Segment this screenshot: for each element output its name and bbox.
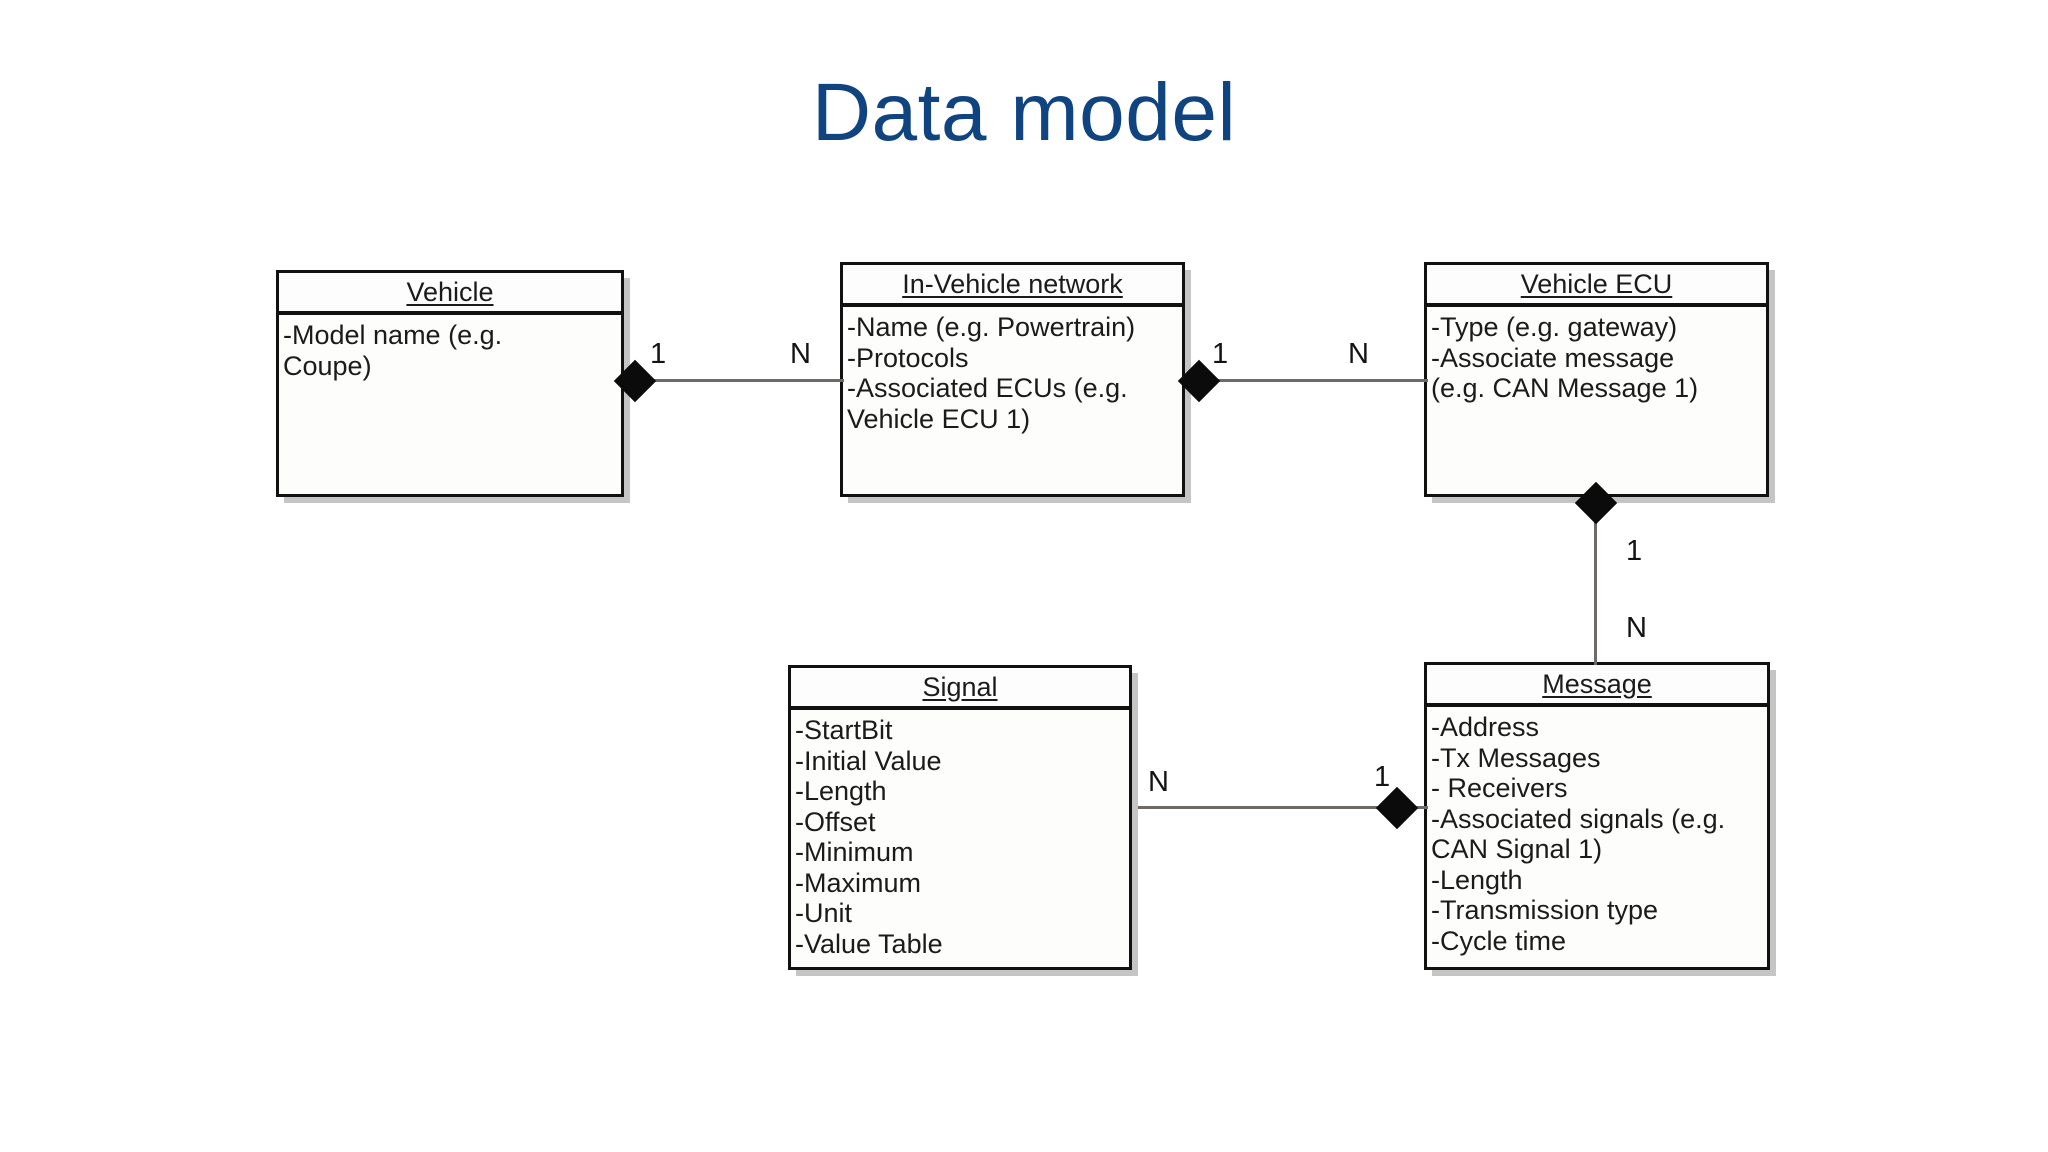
uml-attribute: -Length <box>795 776 887 806</box>
uml-attribute: -Type (e.g. gateway) <box>1431 312 1678 342</box>
uml-attribute: -Protocols <box>847 342 969 373</box>
uml-class-message[interactable]: Message -Address -Tx Messages - Receiver… <box>1424 662 1770 970</box>
uml-attribute: -Transmission type <box>1431 895 1659 925</box>
multiplicity-label: 1 <box>1374 761 1391 793</box>
uml-class-title-row: Message <box>1427 665 1767 707</box>
uml-attribute-list: -Address -Tx Messages - Receivers -Assoc… <box>1427 707 1767 956</box>
uml-class-title-row: Vehicle ECU <box>1427 265 1766 307</box>
uml-attribute: -Initial Value <box>795 745 942 776</box>
uml-class-vehicle-ecu[interactable]: Vehicle ECU -Type (e.g. gateway) -Associ… <box>1424 262 1769 497</box>
association-line-signal-message <box>1138 806 1428 809</box>
uml-class-signal[interactable]: Signal -StartBit -Initial Value -Length … <box>788 665 1132 970</box>
multiplicity-label: N <box>1148 766 1169 798</box>
association-line-vehicle-network <box>632 379 844 382</box>
uml-attribute-list: -Model name (e.g. Coupe) <box>279 315 621 381</box>
uml-attribute-list: -Name (e.g. Powertrain) -Protocols -Asso… <box>843 307 1182 434</box>
uml-attribute: -Maximum <box>795 867 921 898</box>
uml-attribute: - Receivers <box>1431 773 1568 803</box>
multiplicity-label: 1 <box>1212 338 1229 370</box>
multiplicity-label: N <box>1626 612 1647 644</box>
uml-attribute: -Minimum <box>795 837 914 867</box>
uml-class-vehicle[interactable]: Vehicle -Model name (e.g. Coupe) <box>276 270 624 497</box>
uml-class-name: Vehicle <box>406 276 494 307</box>
uml-attribute: -Cycle time <box>1431 925 1567 956</box>
uml-class-name: Signal <box>922 671 998 702</box>
composition-diamond-icon <box>1375 786 1419 830</box>
uml-attribute: -Unit <box>795 898 853 928</box>
uml-attribute: -Name (e.g. Powertrain) <box>847 312 1136 342</box>
uml-attribute: -Length <box>1431 864 1523 895</box>
uml-attribute-list: -Type (e.g. gateway) -Associate message … <box>1427 307 1766 404</box>
uml-class-name: Vehicle ECU <box>1520 268 1673 299</box>
uml-class-name: In-Vehicle network <box>902 268 1123 299</box>
uml-attribute: -Model name (e.g. Coupe) <box>283 320 503 381</box>
uml-attribute: -Address <box>1431 712 1540 742</box>
uml-attribute: -Tx Messages <box>1431 742 1601 773</box>
uml-attribute: -Associated ECUs (e.g. Vehicle ECU 1) <box>847 373 1128 434</box>
uml-attribute: -Associated signals (e.g. CAN Signal 1) <box>1431 803 1726 865</box>
uml-attribute: -Associate message (e.g. CAN Message 1) <box>1431 342 1699 404</box>
page-title: Data model <box>811 67 1237 158</box>
uml-attribute: -Offset <box>795 806 876 837</box>
multiplicity-label: 1 <box>650 338 667 370</box>
uml-class-in-vehicle-network[interactable]: In-Vehicle network -Name (e.g. Powertrai… <box>840 262 1185 497</box>
uml-attribute: -StartBit <box>795 715 893 745</box>
multiplicity-label: 1 <box>1626 535 1643 567</box>
uml-class-title-row: Vehicle <box>279 273 621 315</box>
uml-class-name: Message <box>1542 668 1652 699</box>
uml-attribute: -Value Table <box>795 928 943 959</box>
uml-class-title-row: In-Vehicle network <box>843 265 1182 307</box>
uml-attribute-list: -StartBit -Initial Value -Length -Offset… <box>791 710 1129 959</box>
association-line-network-ecu <box>1198 379 1428 382</box>
multiplicity-label: N <box>1348 338 1369 370</box>
uml-class-title-row: Signal <box>791 668 1129 710</box>
multiplicity-label: N <box>790 338 811 370</box>
association-line-ecu-message <box>1594 498 1597 665</box>
